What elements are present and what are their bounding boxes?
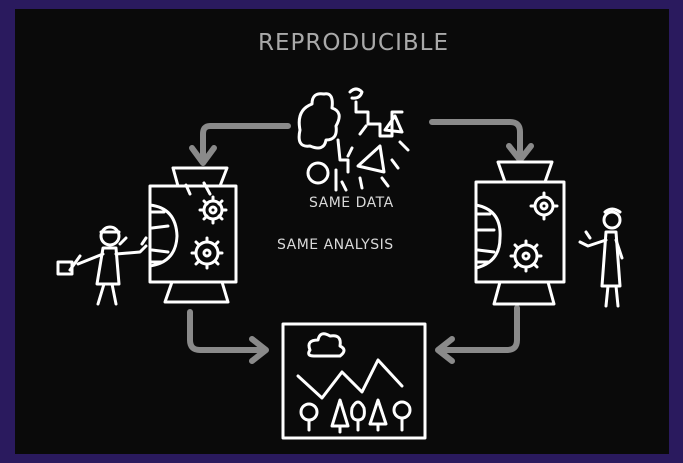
analysis-machine-icon-left bbox=[148, 166, 238, 304]
result-image-icon bbox=[281, 322, 427, 440]
person-icon-left bbox=[56, 225, 148, 306]
triangle-shape bbox=[383, 114, 404, 134]
diagram-title: REPRODUCIBLE bbox=[258, 30, 449, 56]
arrow-head-left-top bbox=[189, 145, 217, 166]
arrow-data-to-left-machine bbox=[200, 123, 291, 163]
person-icon-right bbox=[578, 207, 624, 308]
arrow-right-machine-to-result bbox=[439, 305, 520, 353]
data-shapes-icon bbox=[297, 87, 410, 192]
arrow-data-to-right-machine bbox=[429, 119, 523, 160]
triangle-shape-large bbox=[356, 144, 386, 174]
arrow-left-machine-to-result bbox=[187, 309, 265, 353]
circle-shape bbox=[306, 161, 330, 185]
arrow-head-right-top bbox=[506, 143, 534, 163]
same-data-label: SAME DATA bbox=[309, 195, 394, 211]
arrow-head-right-bottom bbox=[435, 336, 455, 364]
arrow-head-left-bottom bbox=[249, 336, 269, 364]
analysis-machine-icon-right bbox=[474, 160, 566, 306]
same-analysis-label: SAME ANALYSIS bbox=[277, 237, 394, 253]
chalkboard-background bbox=[15, 9, 669, 454]
flow-arrows bbox=[187, 119, 534, 364]
